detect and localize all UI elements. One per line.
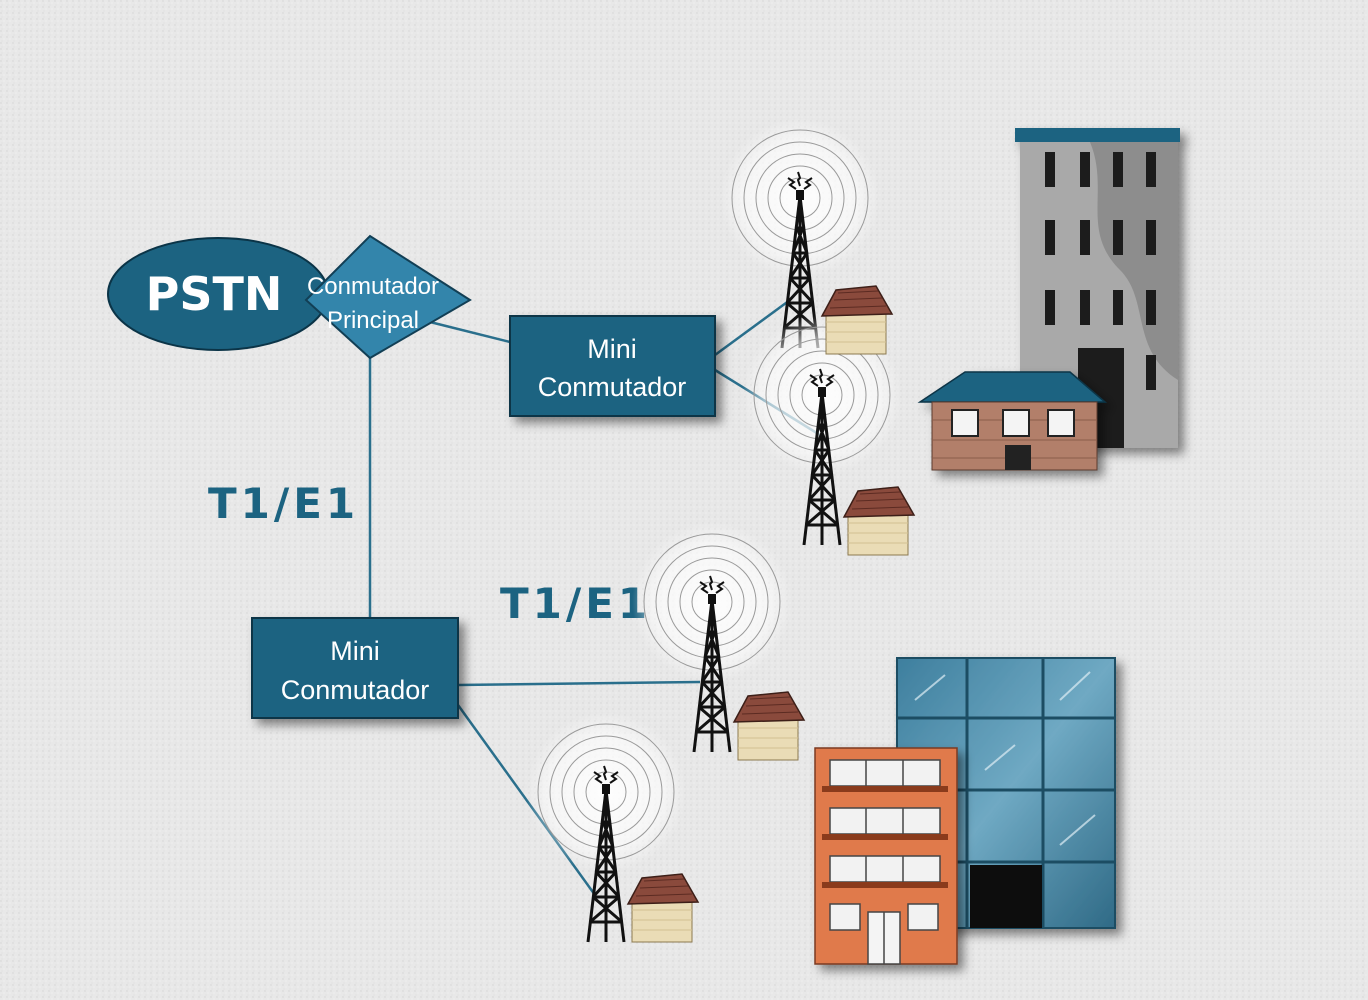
mini-switch-top-line1: Mini bbox=[587, 334, 637, 364]
house-4-icon bbox=[627, 873, 699, 943]
house-3-icon bbox=[733, 691, 805, 761]
link-mini-bottom-to-tower-3 bbox=[457, 680, 701, 687]
main-switch-label-line1: Conmutador bbox=[307, 273, 439, 300]
pstn-node: PSTN bbox=[107, 237, 329, 351]
trunk-label-vertical: T1/E1 bbox=[208, 479, 359, 528]
mini-switch-bottom-line2: Conmutador bbox=[281, 675, 430, 705]
mini-switch-top-line2: Conmutador bbox=[538, 372, 687, 402]
main-switch-node: Conmutador Principal bbox=[304, 234, 472, 360]
trunk-label-horizontal: T1/E1 bbox=[500, 579, 651, 628]
house-1-icon bbox=[821, 285, 893, 355]
brick-house-icon bbox=[917, 371, 1108, 471]
house-2-icon bbox=[843, 486, 915, 556]
link-mini-top-to-tower-1 bbox=[714, 298, 791, 357]
pstn-label: PSTN bbox=[146, 267, 283, 321]
orange-apartment-building-icon bbox=[814, 747, 958, 965]
link-main-to-mini-top bbox=[429, 320, 511, 344]
mini-switch-top-node: Mini Conmutador bbox=[509, 315, 716, 417]
mini-switch-bottom-node: Mini Conmutador bbox=[251, 617, 459, 719]
mini-switch-bottom-line1: Mini bbox=[330, 636, 380, 666]
main-switch-label-line2: Principal bbox=[327, 307, 419, 334]
